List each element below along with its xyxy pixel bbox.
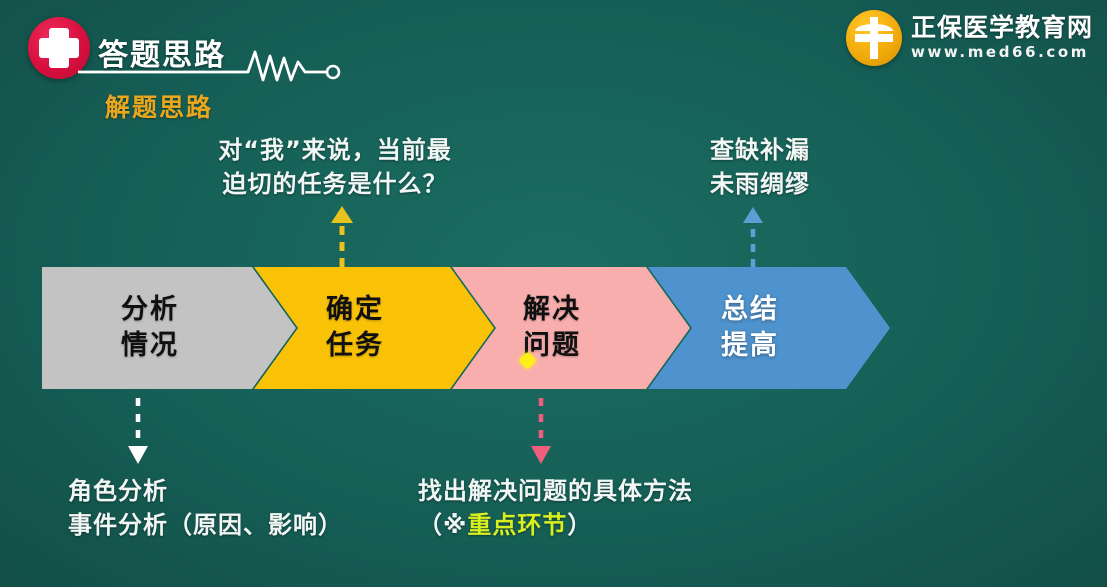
flow-step-summarize-line1: 总结 bbox=[721, 294, 779, 326]
brand-name: 正保医学教育网 bbox=[910, 12, 1093, 42]
arrow-up-dashed-yellow-icon bbox=[331, 206, 353, 267]
flow-step-summarize-line2: 提高 bbox=[721, 330, 779, 361]
callout-method: 找出解决问题的具体方法 （※重点环节） bbox=[418, 474, 693, 542]
brand-logo: 正保医学教育网 www.med66.com bbox=[845, 10, 1093, 66]
flow-step-solve-problem-line1: 解决 bbox=[523, 294, 581, 326]
callout-method-highlight: 重点环节 bbox=[467, 511, 568, 540]
process-flow: 分析 情况 确定 任务 解决 问题 总结 提高 bbox=[0, 267, 1107, 389]
arrow-down-dashed-white-icon bbox=[128, 398, 148, 464]
flow-step-analyze[interactable]: 分析 情况 bbox=[42, 267, 296, 389]
callout-method-line2: （※重点环节） bbox=[418, 508, 693, 542]
callout-method-line1: 找出解决问题的具体方法 bbox=[418, 477, 693, 505]
flow-step-analyze-line2: 情况 bbox=[121, 330, 179, 361]
callout-task: 对“我”来说，当前最 迫切的任务是什么？ bbox=[190, 133, 480, 201]
callout-task-line1: 对“我”来说，当前最 bbox=[218, 136, 452, 164]
callout-review-line2: 未雨绸缪 bbox=[710, 170, 810, 199]
page-title: 答题思路 bbox=[98, 38, 226, 73]
callout-review-line1: 查缺补漏 bbox=[710, 136, 810, 164]
heartbeat-line-icon bbox=[78, 50, 341, 82]
flow-step-define-task-line2: 任务 bbox=[326, 330, 384, 361]
med66-logo-icon bbox=[845, 10, 902, 66]
callout-role-line2: 事件分析（原因、影响） bbox=[68, 511, 343, 540]
callout-method-open: （※ bbox=[418, 511, 468, 540]
arrow-down-dashed-pink-icon bbox=[531, 398, 551, 464]
callout-role-line1: 角色分析 bbox=[68, 477, 168, 505]
arrow-up-dashed-blue-icon bbox=[743, 207, 763, 267]
callout-method-close: ） bbox=[567, 511, 593, 540]
brand-url: www.med66.com bbox=[910, 43, 1090, 62]
callout-role-analysis: 角色分析 事件分析（原因、影响） bbox=[68, 474, 343, 542]
flow-step-analyze-line1: 分析 bbox=[121, 294, 179, 326]
page-subtitle: 解题思路 bbox=[105, 93, 214, 122]
flow-step-define-task-line1: 确定 bbox=[326, 294, 384, 326]
medical-cross-icon bbox=[28, 17, 90, 79]
callout-task-line2: 迫切的任务是什么？ bbox=[222, 170, 448, 199]
callout-review: 查缺补漏 未雨绸缪 bbox=[665, 133, 855, 201]
